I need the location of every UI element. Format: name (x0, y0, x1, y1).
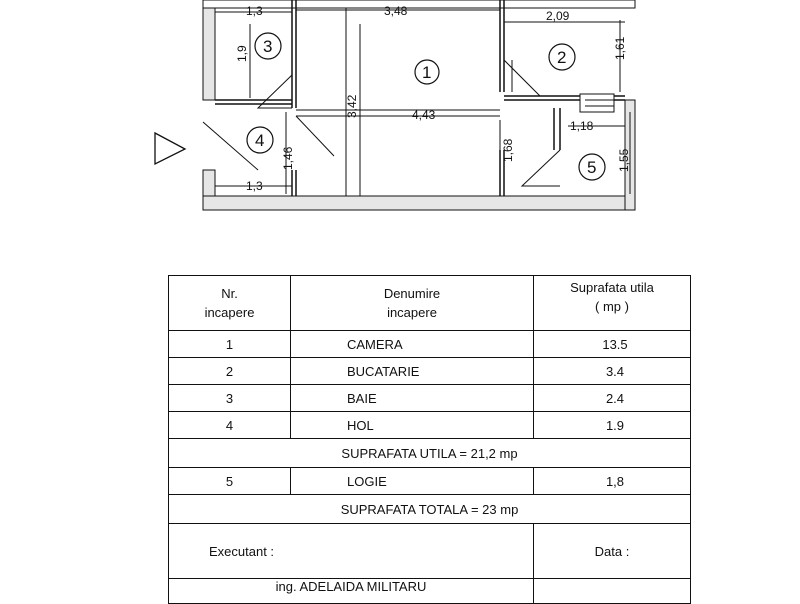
dimension-label: 1,55 (617, 148, 631, 172)
room-markers (246, 32, 606, 181)
room-nr-cell: 5 (168, 467, 291, 495)
header-text: Nr. (221, 286, 238, 301)
header-text: incapere (204, 305, 255, 320)
table-row: 3 BAIE 2.4 (168, 384, 691, 412)
dimension-label: 2,09 (546, 9, 570, 23)
room-nr-cell: 4 (168, 411, 291, 439)
table-row: 5 LOGIE 1,8 (168, 467, 691, 495)
room-area-cell: 1,8 (533, 467, 691, 495)
header-room-number: Nr. incapere (168, 275, 291, 331)
walls (202, 0, 636, 211)
dimension-lines (215, 9, 631, 196)
door-swings (202, 59, 561, 187)
dimension-label: 1,46 (281, 146, 295, 170)
room-nr-cell: 2 (168, 357, 291, 385)
useful-area-total: SUPRAFATA UTILA = 21,2 mp (168, 438, 691, 468)
room-number: 1 (422, 63, 431, 82)
dimension-label: 1,68 (501, 138, 515, 162)
total-area-row: SUPRAFATA TOTALA = 23 mp (168, 494, 691, 524)
table-row: 1 CAMERA 13.5 (168, 330, 691, 358)
room-name-cell: CAMERA (290, 330, 534, 358)
executant-label: Executant : (168, 523, 534, 579)
room-area-cell: 13.5 (533, 330, 691, 358)
table-header-row: Nr. incapere Denumire incapere Suprafata… (168, 275, 691, 331)
room-number: 4 (255, 131, 264, 150)
dimension-label: 1,3 (246, 179, 263, 193)
floor-plan: 1,3 3,48 2,09 1,9 1,61 3,42 4,43 1,18 1,… (154, 0, 636, 211)
table-row: 4 HOL 1.9 (168, 411, 691, 439)
header-room-area: Suprafata utila ( mp ) (533, 275, 691, 331)
room-area-cell: 2.4 (533, 384, 691, 412)
header-text: ( mp ) (595, 299, 629, 314)
header-text: Suprafata utila (570, 280, 654, 295)
table-row: 2 BUCATARIE 3.4 (168, 357, 691, 385)
dimension-label: 3,48 (384, 4, 408, 18)
dimension-label: 1,61 (613, 36, 627, 60)
useful-area-total-row: SUPRAFATA UTILA = 21,2 mp (168, 438, 691, 468)
room-name-cell: LOGIE (290, 467, 534, 495)
header-text: Denumire (383, 286, 441, 301)
entrance-arrow-icon (154, 131, 187, 166)
room-area-table: Nr. incapere Denumire incapere Suprafata… (168, 275, 691, 604)
room-area-cell: 3.4 (533, 357, 691, 385)
room-name-cell: BUCATARIE (290, 357, 534, 385)
dimension-label: 1,18 (570, 119, 594, 133)
room-name-cell: BAIE (290, 384, 534, 412)
dimension-label: 3,42 (345, 94, 359, 118)
room-name-cell: HOL (290, 411, 534, 439)
dimension-label: 1,9 (235, 45, 249, 62)
room-nr-cell: 3 (168, 384, 291, 412)
signature-row: Executant : Data : (168, 523, 691, 579)
date-label: Data : (533, 523, 691, 579)
dimension-label: 1,3 (246, 4, 263, 18)
room-nr-cell: 1 (168, 330, 291, 358)
room-number: 2 (557, 48, 566, 67)
total-area: SUPRAFATA TOTALA = 23 mp (168, 494, 691, 524)
dimension-label: 4,43 (412, 108, 436, 122)
room-number: 3 (263, 37, 272, 56)
header-room-name: Denumire incapere (290, 275, 534, 331)
room-area-cell: 1.9 (533, 411, 691, 439)
header-text: incapere (387, 305, 437, 320)
room-number: 5 (587, 158, 596, 177)
